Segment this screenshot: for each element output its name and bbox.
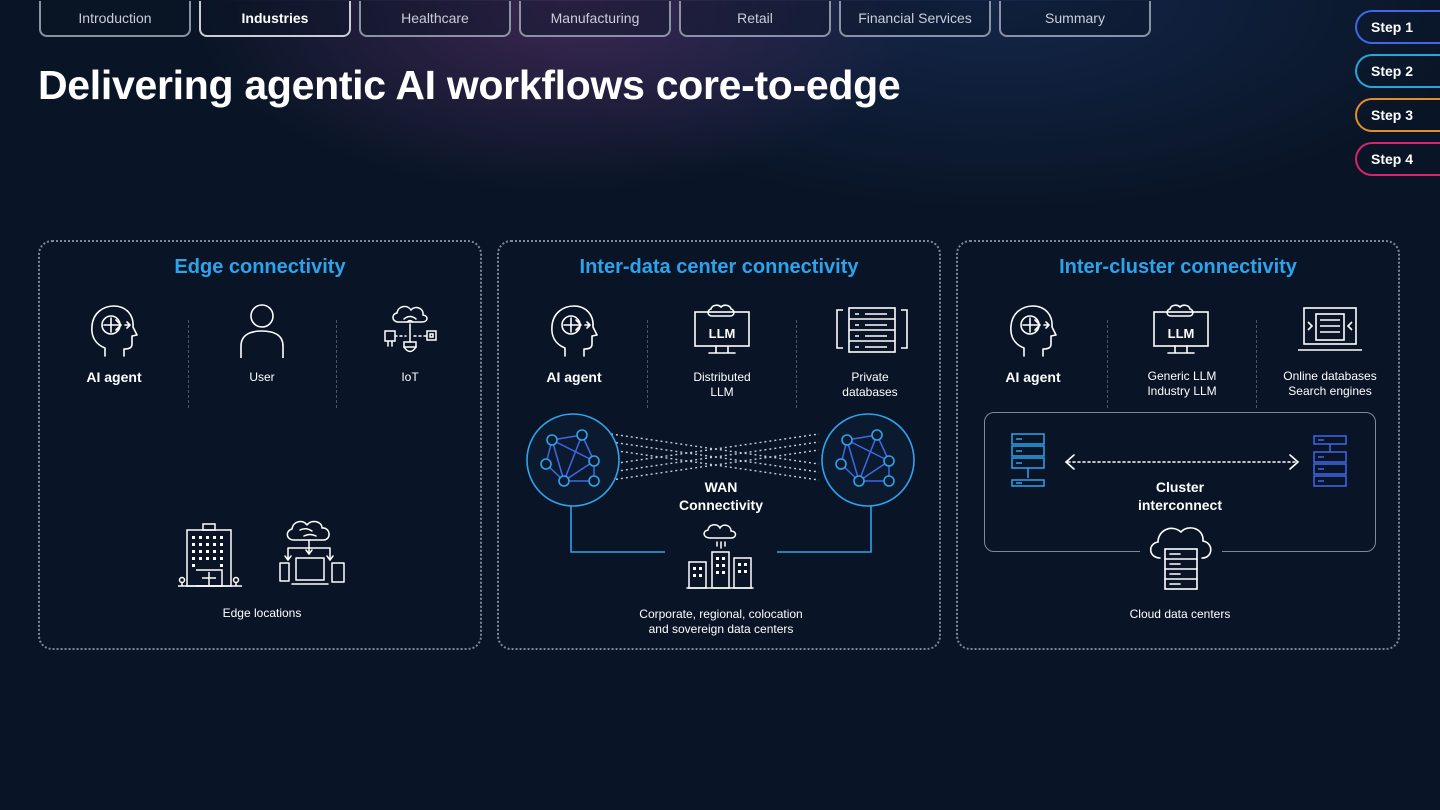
panel-title: Edge connectivity bbox=[174, 256, 346, 278]
office-building-icon bbox=[178, 523, 242, 587]
page-title: Delivering agentic AI workflows core-to-… bbox=[38, 62, 901, 108]
separator bbox=[336, 320, 337, 408]
generic-industry-llm-label: Generic LLM Industry LLM bbox=[1147, 369, 1217, 398]
ai-agent-label: AI agent bbox=[1005, 369, 1061, 385]
ai-agent-label: AI agent bbox=[546, 369, 602, 385]
llm-badge: LLM bbox=[708, 326, 736, 341]
tab-summary[interactable]: Summary bbox=[999, 1, 1151, 37]
wan-connectivity-label: WAN Connectivity bbox=[678, 479, 763, 513]
separator bbox=[796, 320, 797, 408]
llm-monitor-icon bbox=[1153, 304, 1209, 354]
top-nav-tabs: Introduction Industries Healthcare Manuf… bbox=[39, 0, 1151, 37]
llm-badge: LLM bbox=[1167, 326, 1195, 341]
distributed-llm-label: Distributed LLM bbox=[693, 370, 751, 399]
ai-agent-label: AI agent bbox=[86, 369, 142, 385]
ai-agent-head-icon bbox=[551, 305, 598, 357]
tab-healthcare[interactable]: Healthcare bbox=[359, 1, 511, 37]
separator bbox=[1107, 320, 1108, 408]
data-centers-label: Corporate, regional, colocation and sove… bbox=[639, 607, 803, 636]
step-4-button[interactable]: Step 4 bbox=[1355, 142, 1440, 176]
cloud-buildings-icon bbox=[686, 524, 754, 589]
cloud-server-icon bbox=[1149, 527, 1212, 590]
iot-icon bbox=[384, 305, 437, 353]
llm-monitor-icon bbox=[694, 304, 750, 354]
user-icon bbox=[240, 304, 284, 358]
cloud-network-devices-icon bbox=[279, 520, 345, 585]
online-databases-label: Online databases Search engines bbox=[1283, 369, 1377, 398]
edge-locations-label: Edge locations bbox=[222, 606, 302, 620]
network-node-icon bbox=[526, 413, 620, 507]
cluster-interconnect-label: Cluster interconnect bbox=[1137, 479, 1222, 513]
network-node-icon bbox=[821, 413, 915, 507]
edge-connectivity-panel: Edge connectivity AI agent User bbox=[38, 240, 482, 650]
tab-industries[interactable]: Industries bbox=[199, 1, 351, 37]
search-engine-monitor-icon bbox=[1298, 307, 1362, 351]
inter-data-center-panel: Inter-data center connectivity AI agent … bbox=[497, 240, 941, 650]
tab-introduction[interactable]: Introduction bbox=[39, 1, 191, 37]
panel-title: Inter-data center connectivity bbox=[579, 256, 859, 278]
tab-financial-services[interactable]: Financial Services bbox=[839, 1, 991, 37]
user-label: User bbox=[249, 370, 275, 384]
interconnect-arrow-icon bbox=[1064, 454, 1300, 470]
iot-label: IoT bbox=[401, 370, 419, 384]
separator bbox=[1256, 320, 1257, 408]
panel-title: Inter-cluster connectivity bbox=[1059, 256, 1297, 278]
ai-agent-head-icon bbox=[91, 305, 138, 357]
server-rack-icon bbox=[1313, 435, 1347, 487]
inter-cluster-panel: Inter-cluster connectivity AI agent LLM … bbox=[956, 240, 1400, 650]
step-3-button[interactable]: Step 3 bbox=[1355, 98, 1440, 132]
wan-diagram bbox=[570, 433, 872, 553]
database-server-icon bbox=[836, 307, 908, 353]
step-2-button[interactable]: Step 2 bbox=[1355, 54, 1440, 88]
step-1-button[interactable]: Step 1 bbox=[1355, 10, 1440, 44]
separator bbox=[647, 320, 648, 408]
private-databases-label: Private databases bbox=[842, 370, 898, 399]
separator bbox=[188, 320, 189, 408]
tab-manufacturing[interactable]: Manufacturing bbox=[519, 1, 671, 37]
server-rack-icon bbox=[1011, 433, 1045, 487]
ai-agent-head-icon bbox=[1010, 305, 1057, 357]
cloud-data-centers-label: Cloud data centers bbox=[1129, 607, 1231, 621]
tab-retail[interactable]: Retail bbox=[679, 1, 831, 37]
step-nav: Step 1 Step 2 Step 3 Step 4 bbox=[1355, 10, 1440, 186]
